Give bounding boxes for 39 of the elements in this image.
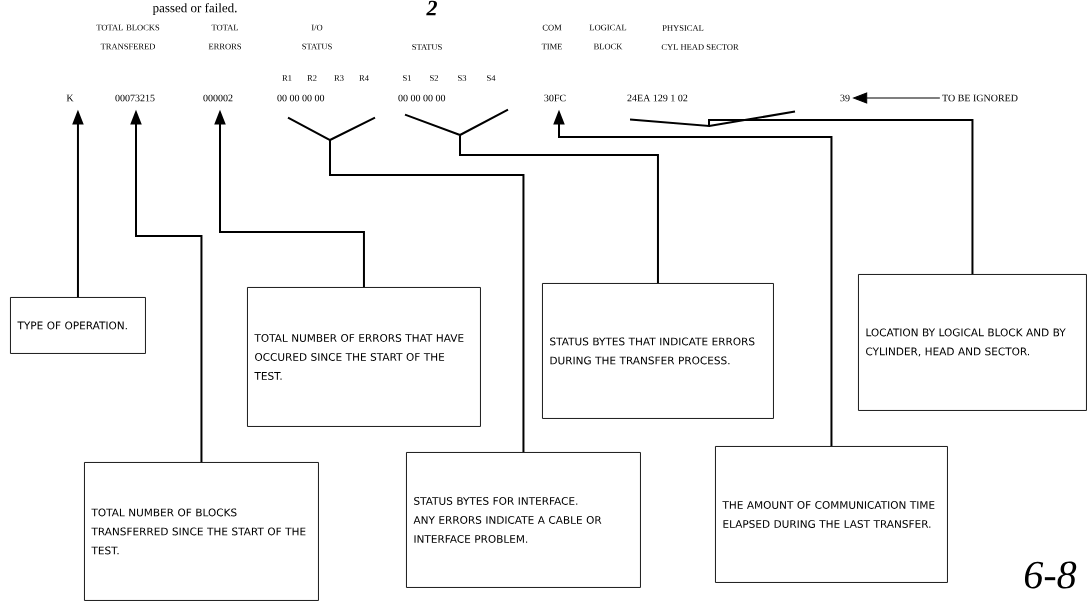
register-label: S3 <box>458 75 467 81</box>
bracket-line <box>404 108 659 284</box>
value-text: 24EA 129 1 02 <box>627 94 688 102</box>
column-header: LOGICAL BLOCK <box>589 24 627 50</box>
bracket-line <box>287 116 525 453</box>
column-header: COM TIME <box>541 24 562 50</box>
value-text: 00 00 00 00 <box>398 94 446 102</box>
register-label: S2 <box>430 75 438 81</box>
register-label: S1 <box>403 75 411 81</box>
bracket-line <box>629 110 974 275</box>
callout-box: TYPE OF OPERATION. <box>10 297 146 354</box>
page-number: 6-8 <box>1024 561 1077 589</box>
callout-box: TOTAL NUMBER OF BLOCKS TRANSFERRED SINCE THE START OF THE TEST. <box>84 462 319 601</box>
callout-box: TOTAL NUMBER OF ERRORS THAT HAVE OCCURED SINCE THE START OF THE TEST. <box>247 287 481 427</box>
register-label: R1 <box>282 75 292 81</box>
value-text: 30FC <box>544 94 566 102</box>
column-header: STATUS <box>412 44 442 50</box>
note-text: passed or failed. <box>152 3 237 15</box>
value-text: 00 00 00 00 <box>277 94 325 102</box>
column-header: CYL HEAD SECTOR <box>661 44 739 50</box>
value-text: K <box>66 94 74 102</box>
column-header: TOTAL BLOCKS TRANSFERED <box>96 24 160 50</box>
callout-box: STATUS BYTES FOR INTERFACE. ANY ERRORS INDICATE A CABLE OR INTERFACE PROBLEM. <box>406 452 641 588</box>
register-label: R2 <box>307 75 317 81</box>
column-header: I/O STATUS <box>302 24 332 50</box>
column-header: TOTAL ERRORS <box>208 24 241 50</box>
callout-box: THE AMOUNT OF COMMUNICATION TIME ELAPSED DURING THE LAST TRANSFER. <box>715 446 948 583</box>
register-label: R3 <box>334 75 344 81</box>
callout-box: STATUS BYTES THAT INDICATE ERRORS DURING THE TRANSFER PROCESS. <box>542 283 774 419</box>
value-text: 000002 <box>203 94 233 102</box>
annotation-text: TO BE IGNORED <box>942 94 1018 102</box>
register-label: R4 <box>359 75 369 81</box>
register-label: S4 <box>487 75 496 81</box>
leader-arrow <box>853 92 941 104</box>
handwritten-mark: 2 <box>426 0 437 16</box>
column-header: PHYSICAL <box>662 25 704 31</box>
value-text: 39 <box>840 94 850 102</box>
value-text: 00073215 <box>115 94 155 102</box>
callout-box: LOCATION BY LOGICAL BLOCK AND BY CYLINDER, HEAD AND SECTOR. <box>858 274 1087 411</box>
